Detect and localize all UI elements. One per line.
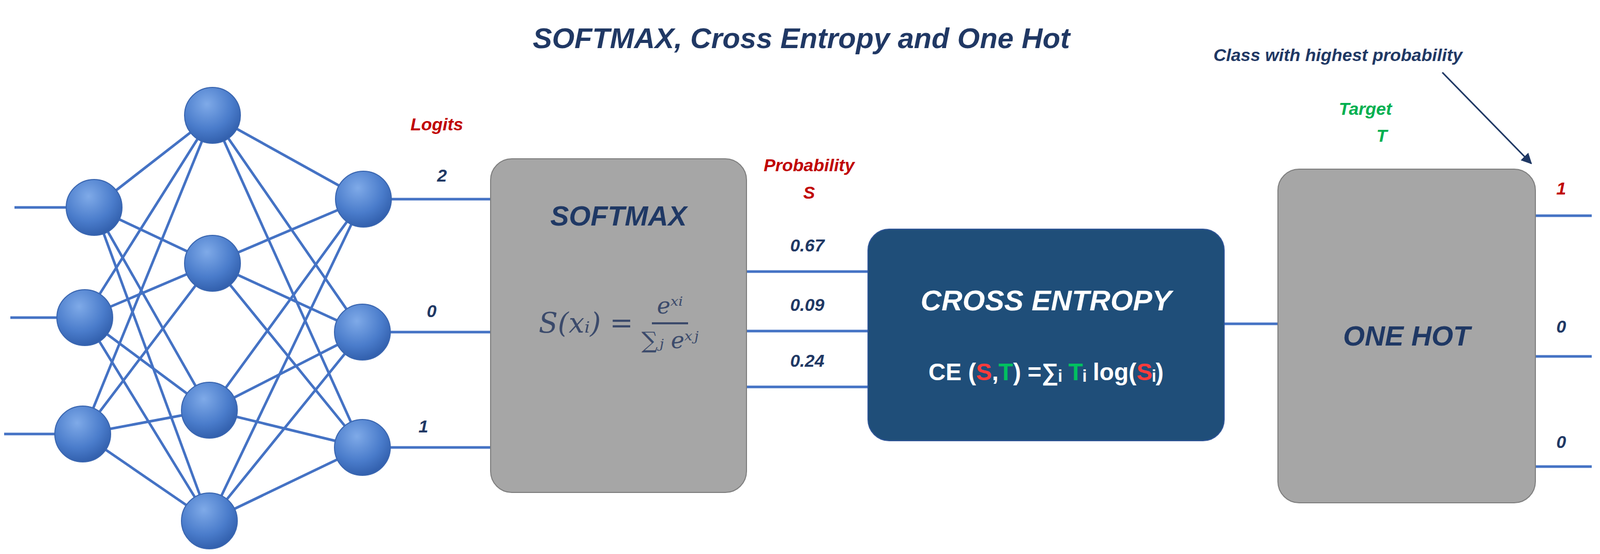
connector-line xyxy=(747,385,868,389)
connector-line xyxy=(1224,322,1278,326)
neuron xyxy=(66,179,123,236)
probability-value: 0.24 xyxy=(789,350,825,371)
neuron xyxy=(184,235,241,292)
one-hot-value: 0 xyxy=(1556,431,1567,452)
one-hot-value: 1 xyxy=(1556,178,1567,199)
formula-numerator: eˣⁱ xyxy=(651,292,689,325)
logit-value: 0 xyxy=(427,300,437,322)
logit-value: 2 xyxy=(437,165,448,186)
network-wire xyxy=(209,199,364,410)
one-hot-value: 0 xyxy=(1556,316,1567,337)
network-wire xyxy=(212,115,363,332)
probability-label: Probability xyxy=(763,155,855,176)
pointer-arrow xyxy=(1442,72,1532,164)
formula-lhs: S(xᵢ) = xyxy=(538,307,634,340)
output-wire xyxy=(1535,214,1592,218)
box-title: CROSS ENTROPY xyxy=(920,283,1172,317)
one-hot-box: ONE HOT xyxy=(1277,168,1536,504)
output-wire xyxy=(1535,355,1592,358)
output-wire xyxy=(1535,465,1592,468)
neuron xyxy=(56,289,113,346)
connector-line xyxy=(747,270,868,273)
logits-label: Logits xyxy=(410,114,464,135)
annotation: Class with highest probability xyxy=(1213,44,1463,66)
logit-value: 1 xyxy=(418,416,429,437)
symbol-label: S xyxy=(803,182,816,203)
neuron xyxy=(335,171,392,227)
connector-line xyxy=(747,329,868,333)
box-title: ONE HOT xyxy=(1343,319,1471,352)
softmax-box: SOFTMAX S(xᵢ) = eˣⁱ∑ⱼ eˣʲ xyxy=(490,158,748,493)
neuron xyxy=(181,492,238,549)
formula: CE (S,T) =∑ᵢ Tᵢ log(Sᵢ) xyxy=(928,358,1164,386)
neuron xyxy=(181,382,238,438)
formula-denominator: ∑ⱼ eˣʲ xyxy=(641,324,699,354)
neuron xyxy=(334,419,391,476)
neuron xyxy=(184,87,241,144)
cross-entropy-box: CROSS ENTROPY CE (S,T) =∑ᵢ Tᵢ log(Sᵢ) xyxy=(867,228,1225,441)
network-neurons xyxy=(54,87,392,549)
network-wires xyxy=(4,115,1592,521)
target-label: Target xyxy=(1338,98,1393,119)
symbol-label: T xyxy=(1376,125,1388,146)
box-title: SOFTMAX xyxy=(550,199,688,232)
neuron xyxy=(54,405,111,462)
neuron xyxy=(334,303,391,360)
probability-value: 0.09 xyxy=(789,294,825,315)
probability-value: 0.67 xyxy=(789,235,825,256)
diagram-title: SOFTMAX, Cross Entropy and One Hot xyxy=(532,21,1070,55)
